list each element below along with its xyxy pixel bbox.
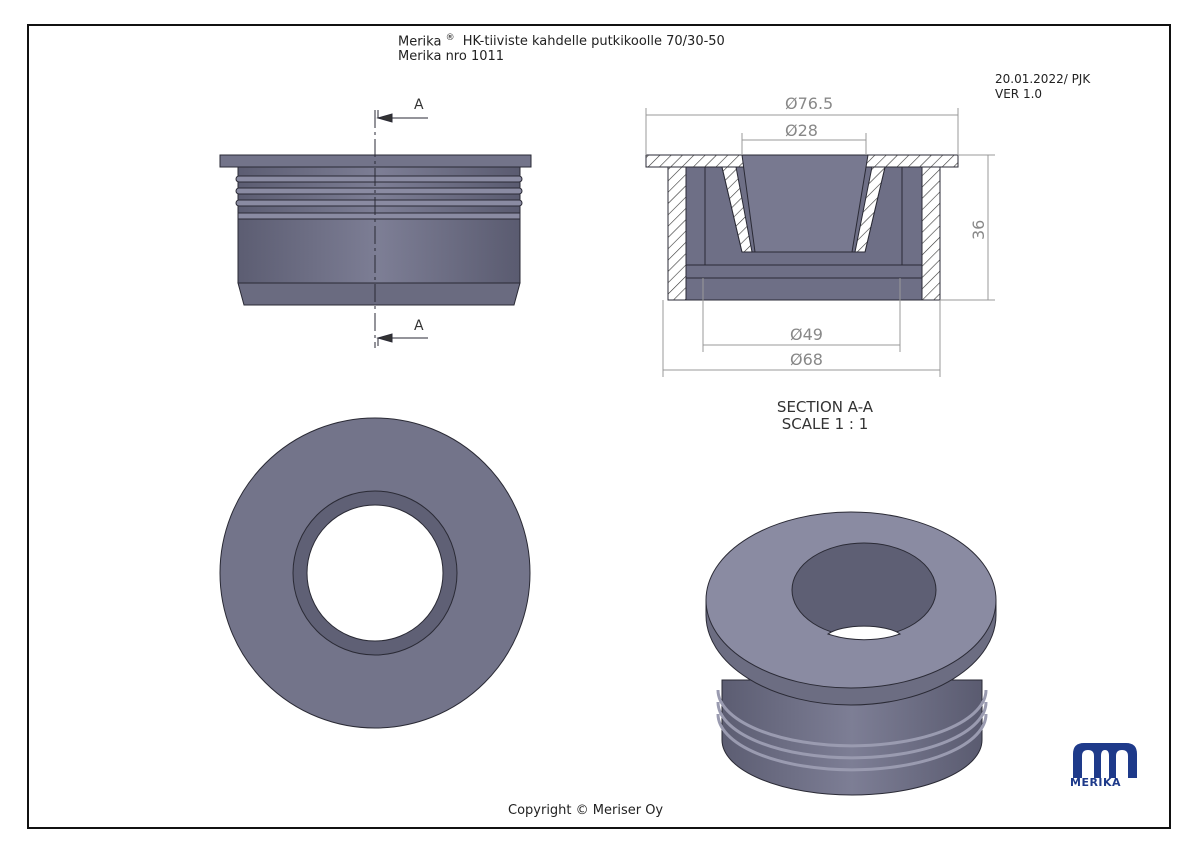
section-scale: SCALE 1 : 1 (782, 415, 869, 433)
dimension-lines (645, 108, 995, 377)
section-marker-top: A (414, 97, 424, 113)
product-description: HK-tiiviste kahdelle putkikoolle 70/30-5… (462, 34, 725, 50)
dim-outer-body: Ø68 (790, 350, 823, 369)
dim-inner-top: Ø28 (785, 121, 818, 140)
section-view (645, 154, 959, 301)
registered-mark: ® (445, 33, 455, 43)
brand-name: Merika (398, 34, 442, 50)
copyright: Copyright © Meriser Oy (508, 803, 664, 818)
title-line-1: Merika ® HK-tiiviste kahdelle putkikooll… (398, 33, 725, 49)
section-marker-bottom: A (414, 318, 424, 334)
top-view (219, 417, 531, 729)
sheet-border (27, 24, 1171, 829)
dim-height: 36 (969, 220, 988, 240)
merika-logo: MERIKA (1070, 740, 1140, 790)
dim-inner-bottom: Ø49 (790, 325, 823, 344)
title-line-2: Merika nro 1011 (398, 49, 505, 64)
section-title: SECTION A-A (777, 398, 874, 416)
logo-text: MERIKA (1070, 776, 1122, 789)
isometric-view (705, 511, 997, 796)
revision-version: VER 1.0 (995, 87, 1043, 101)
side-view (219, 110, 532, 348)
revision-date: 20.01.2022/ PJK (995, 72, 1091, 86)
dim-outer-flange: Ø76.5 (785, 94, 833, 113)
